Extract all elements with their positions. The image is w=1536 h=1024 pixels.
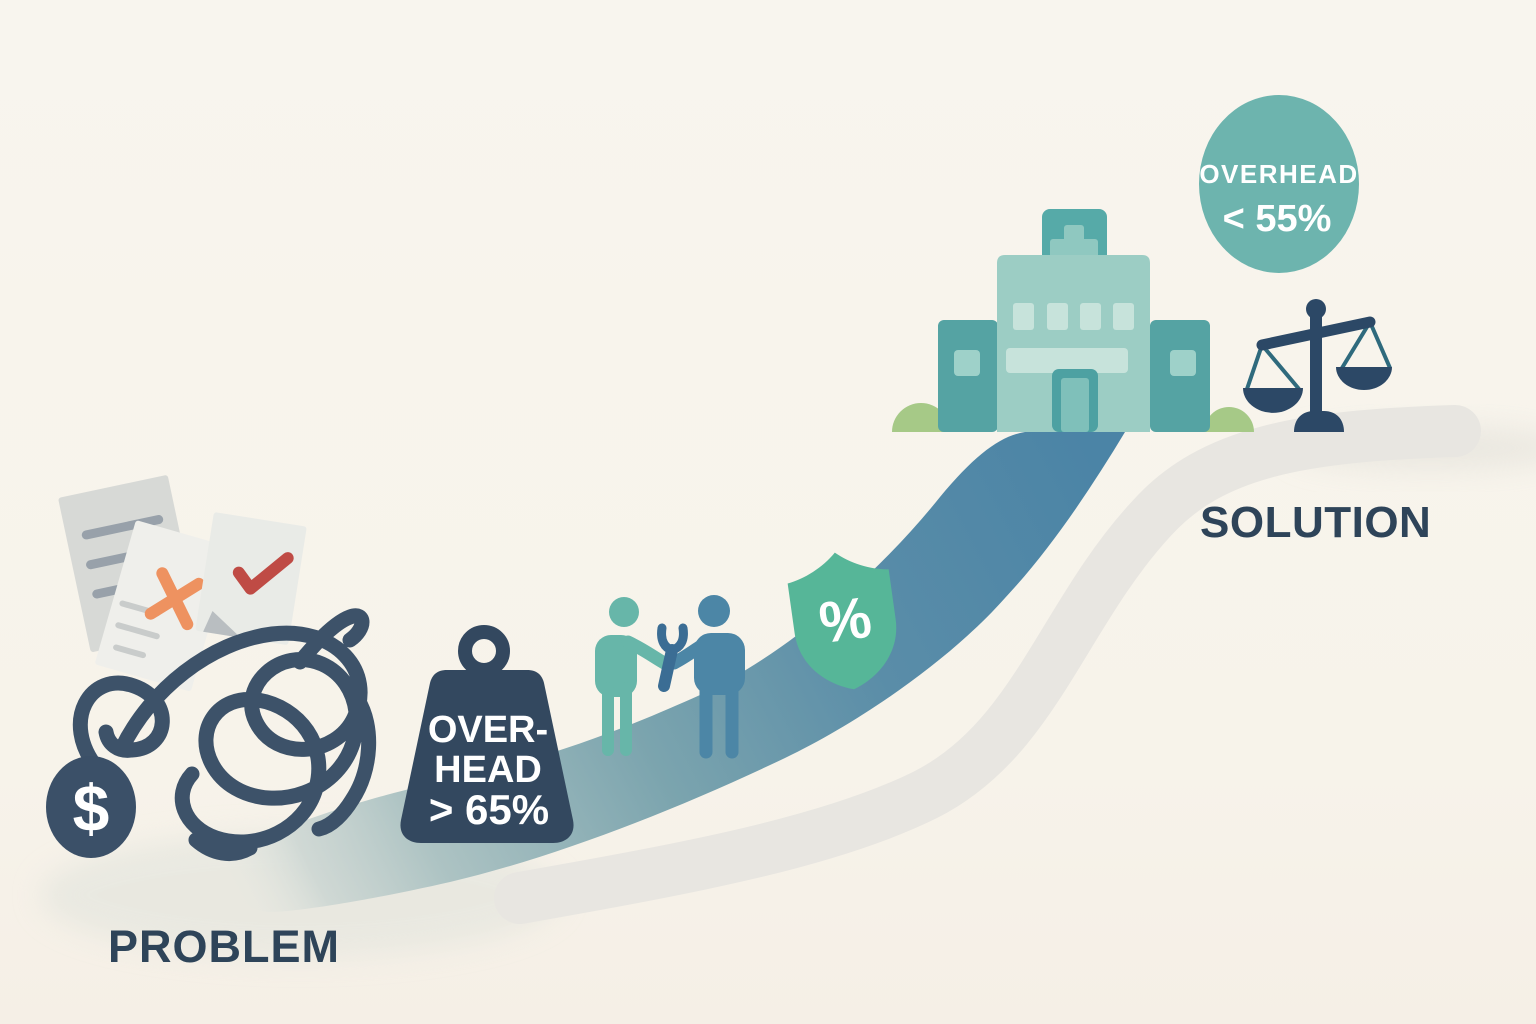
wrench-handle: [658, 644, 678, 692]
x-mark-icon: [144, 567, 205, 631]
overhead-badge: OVERHEAD < 55%: [1199, 95, 1359, 273]
scale-pan-left: [1243, 388, 1303, 413]
hospital-band: [1006, 348, 1128, 373]
solution-label: SOLUTION: [1200, 498, 1431, 547]
hospital-door: [1061, 378, 1089, 432]
wrench-head: [657, 623, 688, 655]
scale-beam: [1256, 316, 1376, 351]
balance-scale-icon: [1243, 299, 1392, 432]
check-mark-icon: [232, 552, 294, 595]
window: [1013, 303, 1034, 330]
paper-sheet: [195, 512, 307, 645]
dollar-symbol: $: [73, 771, 110, 845]
wing-window-left: [954, 350, 980, 376]
window: [1080, 303, 1101, 330]
scale-strings: [1245, 320, 1392, 391]
scale-base: [1294, 411, 1344, 432]
figure-blue: [667, 595, 745, 759]
hospital-icon: [892, 209, 1254, 432]
weight-text-value: > 65%: [429, 786, 549, 833]
scale-body: [1243, 299, 1392, 432]
percent-symbol: %: [815, 585, 875, 657]
figure-blue-head: [698, 595, 730, 627]
scale-pan-right: [1336, 367, 1392, 390]
document-rejected: [95, 520, 232, 692]
figure-teal-torso: [595, 635, 637, 697]
shield-percent-icon: %: [787, 552, 897, 690]
weight-icon: OVER- HEAD > 65%: [400, 625, 574, 843]
coin-circle: [46, 756, 136, 858]
dollar-coin-icon: $: [46, 756, 136, 858]
window: [1047, 303, 1068, 330]
bush-right: [1204, 407, 1254, 432]
tangled-line-icon: [72, 608, 377, 862]
badge-circle: [1199, 95, 1359, 273]
page-curl: [203, 610, 241, 638]
figure-teal-head: [609, 597, 639, 627]
weight-text-line2: HEAD: [434, 749, 542, 791]
badge-value: < 55%: [1223, 198, 1332, 240]
problem-label: PROBLEM: [108, 921, 340, 972]
handshake-figures-icon: [595, 595, 745, 759]
badge-title: OVERHEAD: [1199, 159, 1358, 189]
weight-body: [400, 670, 574, 843]
hospital-main-building: [997, 255, 1150, 432]
window: [1113, 303, 1134, 330]
figure-blue-arm: [667, 637, 711, 670]
bush-left: [892, 403, 950, 432]
hospital-windows: [1013, 303, 1134, 330]
shield-shape: [787, 552, 897, 690]
weight-text-line1: OVER-: [428, 709, 548, 751]
cross-horizontal: [1050, 239, 1098, 259]
figure-teal-legs: [602, 682, 632, 756]
documents-icon: [58, 475, 307, 692]
document-approved: [195, 512, 307, 645]
wing-window-right: [1170, 350, 1196, 376]
wrench-icon: [657, 623, 688, 692]
figure-blue-legs: [699, 683, 739, 759]
journey-path-secondary: [494, 405, 1481, 924]
